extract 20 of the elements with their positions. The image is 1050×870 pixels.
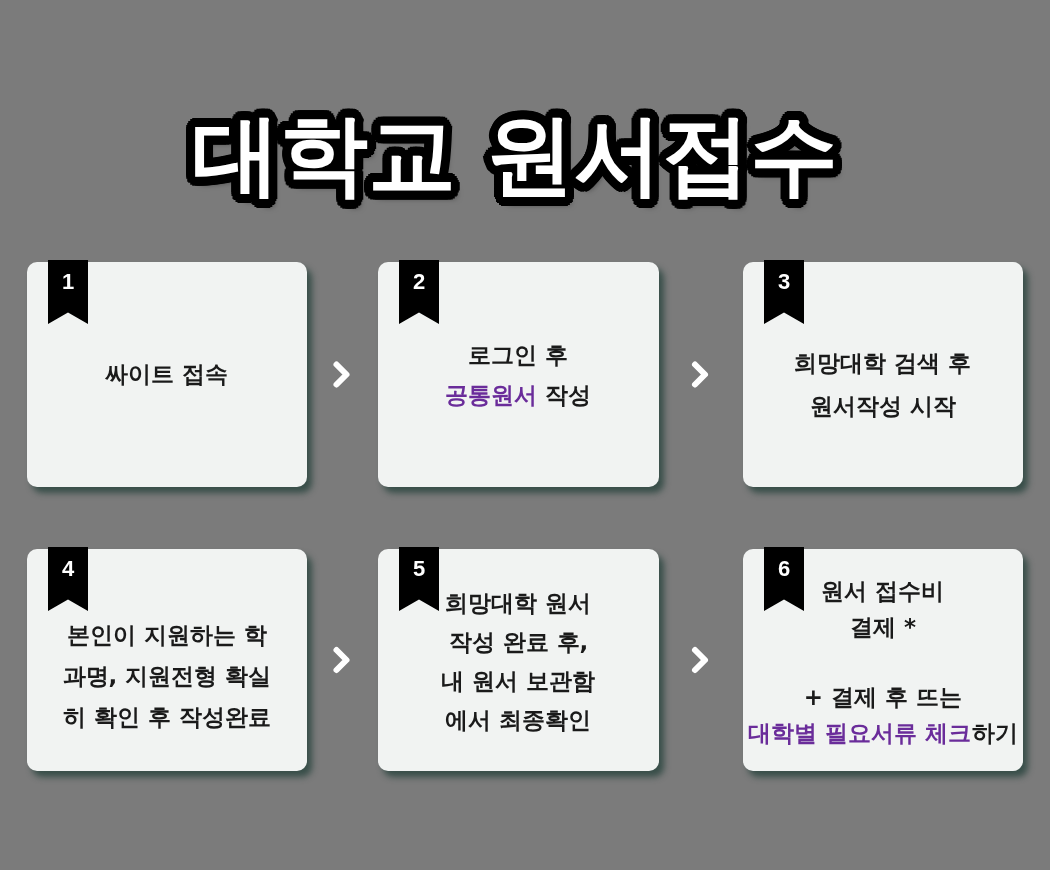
step-ribbon: 3 bbox=[764, 260, 804, 324]
step-card bbox=[378, 549, 659, 771]
step-text: 로그인 후 공통원서 작성 bbox=[445, 340, 592, 410]
step-card bbox=[743, 262, 1023, 487]
step-text: 희망대학 원서 작성 완료 후, 내 원서 보관함에서 최종확인 bbox=[440, 589, 597, 735]
step-ribbon: 2 bbox=[399, 260, 439, 324]
step-ribbon: 1 bbox=[48, 260, 88, 324]
step-card bbox=[27, 549, 307, 771]
step-text: 싸이트 접속 bbox=[105, 360, 229, 389]
step-card bbox=[743, 549, 1023, 771]
step-text: 본인이 지원하는 학과명, 지원전형 확실히 확인 후 작성완료 bbox=[61, 620, 273, 732]
step-ribbon: 4 bbox=[48, 547, 88, 611]
step-card bbox=[378, 262, 659, 487]
step-text: 희망대학 검색 후 원서작성 시작 bbox=[794, 348, 972, 421]
step-text: 원서 접수비 결제 * bbox=[821, 577, 945, 642]
step-text: + 결제 후 뜨는 대학별 필요서류 체크하기 bbox=[748, 683, 1018, 748]
step-ribbon: 6 bbox=[764, 547, 804, 611]
step-card bbox=[27, 262, 307, 487]
title: 대학교 원서접수 bbox=[190, 102, 840, 208]
step-ribbon: 5 bbox=[399, 547, 439, 611]
